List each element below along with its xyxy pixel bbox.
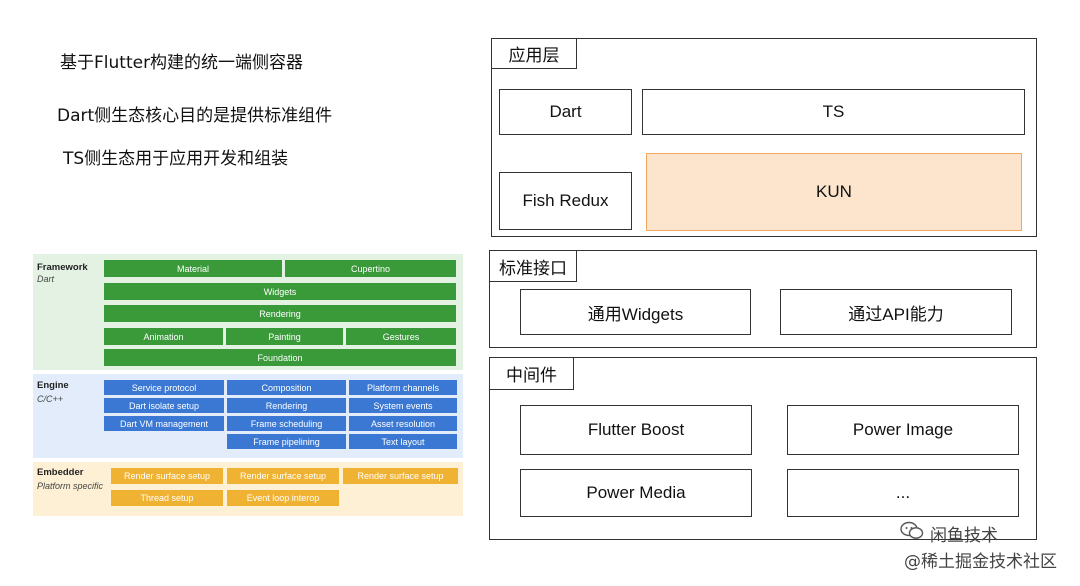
note-2: Dart侧生态核心目的是提供标准组件 [57, 106, 333, 126]
watermark-brand: 闲鱼技术 [930, 526, 998, 546]
note-1: 基于Flutter构建的统一端侧容器 [60, 53, 304, 73]
framework-cell-rendering: Rendering [104, 305, 456, 322]
framework-cell-painting: Painting [226, 328, 343, 345]
embedder-title: Embedder [37, 467, 84, 478]
middleware-more-box: ... [787, 469, 1019, 517]
engine-cell-frame-scheduling: Frame scheduling [227, 416, 346, 431]
app-fish-redux-box: Fish Redux [499, 172, 632, 230]
app-kun-box: KUN [646, 153, 1022, 231]
framework-cell-animation: Animation [104, 328, 223, 345]
engine-cell-composition: Composition [227, 380, 346, 395]
embedder-section: Embedder Platform specific Render surfac… [33, 462, 463, 516]
framework-subtitle: Dart [37, 274, 55, 284]
interface-layer: 标准接口 通用Widgets 通过API能力 [489, 250, 1037, 348]
interface-api-capability-box: 通过API能力 [780, 289, 1012, 335]
engine-cell-system-events: System events [349, 398, 457, 413]
interface-common-widgets-box: 通用Widgets [520, 289, 751, 335]
middleware-layer-label: 中间件 [490, 358, 574, 390]
embedder-cell-thread-setup: Thread setup [111, 490, 223, 506]
embedder-cell-event-loop-interop: Event loop interop [227, 490, 339, 506]
embedder-cell-render-surface-2: Render surface setup [227, 468, 339, 484]
engine-cell-text-layout: Text layout [349, 434, 457, 449]
note-3: TS侧生态用于应用开发和组装 [63, 149, 289, 169]
framework-cell-cupertino: Cupertino [285, 260, 456, 277]
framework-cell-widgets: Widgets [104, 283, 456, 300]
engine-subtitle: C/C++ [37, 394, 64, 404]
embedder-subtitle: Platform specific [37, 481, 104, 491]
engine-cell-dart-isolate-setup: Dart isolate setup [104, 398, 224, 413]
middleware-power-media-box: Power Media [520, 469, 752, 517]
engine-cell-dart-vm-management: Dart VM management [104, 416, 224, 431]
engine-cell-rendering: Rendering [227, 398, 346, 413]
watermark-site: @稀土掘金技术社区 [904, 552, 1057, 572]
engine-cell-asset-resolution: Asset resolution [349, 416, 457, 431]
engine-cell-service-protocol: Service protocol [104, 380, 224, 395]
engine-section: Engine C/C++ Service protocol Compositio… [33, 374, 463, 458]
framework-title: Framework [37, 262, 88, 273]
app-ts-box: TS [642, 89, 1025, 135]
wechat-icon [900, 521, 924, 541]
middleware-power-image-box: Power Image [787, 405, 1019, 455]
embedder-cell-render-surface-3: Render surface setup [343, 468, 458, 484]
middleware-layer: 中间件 Flutter Boost Power Image Power Medi… [489, 357, 1037, 540]
engine-cell-frame-pipelining: Frame pipelining [227, 434, 346, 449]
framework-cell-material: Material [104, 260, 282, 277]
framework-cell-gestures: Gestures [346, 328, 456, 345]
app-dart-box: Dart [499, 89, 632, 135]
embedder-cell-render-surface-1: Render surface setup [111, 468, 223, 484]
engine-cell-platform-channels: Platform channels [349, 380, 457, 395]
app-layer: 应用层 Dart TS Fish Redux KUN [491, 38, 1037, 237]
interface-layer-label: 标准接口 [490, 251, 577, 282]
framework-section: Framework Dart Material Cupertino Widget… [33, 254, 463, 370]
app-layer-label: 应用层 [492, 39, 577, 69]
middleware-flutter-boost-box: Flutter Boost [520, 405, 752, 455]
engine-title: Engine [37, 380, 69, 391]
flutter-architecture-figure: Framework Dart Material Cupertino Widget… [33, 254, 463, 516]
framework-cell-foundation: Foundation [104, 349, 456, 366]
